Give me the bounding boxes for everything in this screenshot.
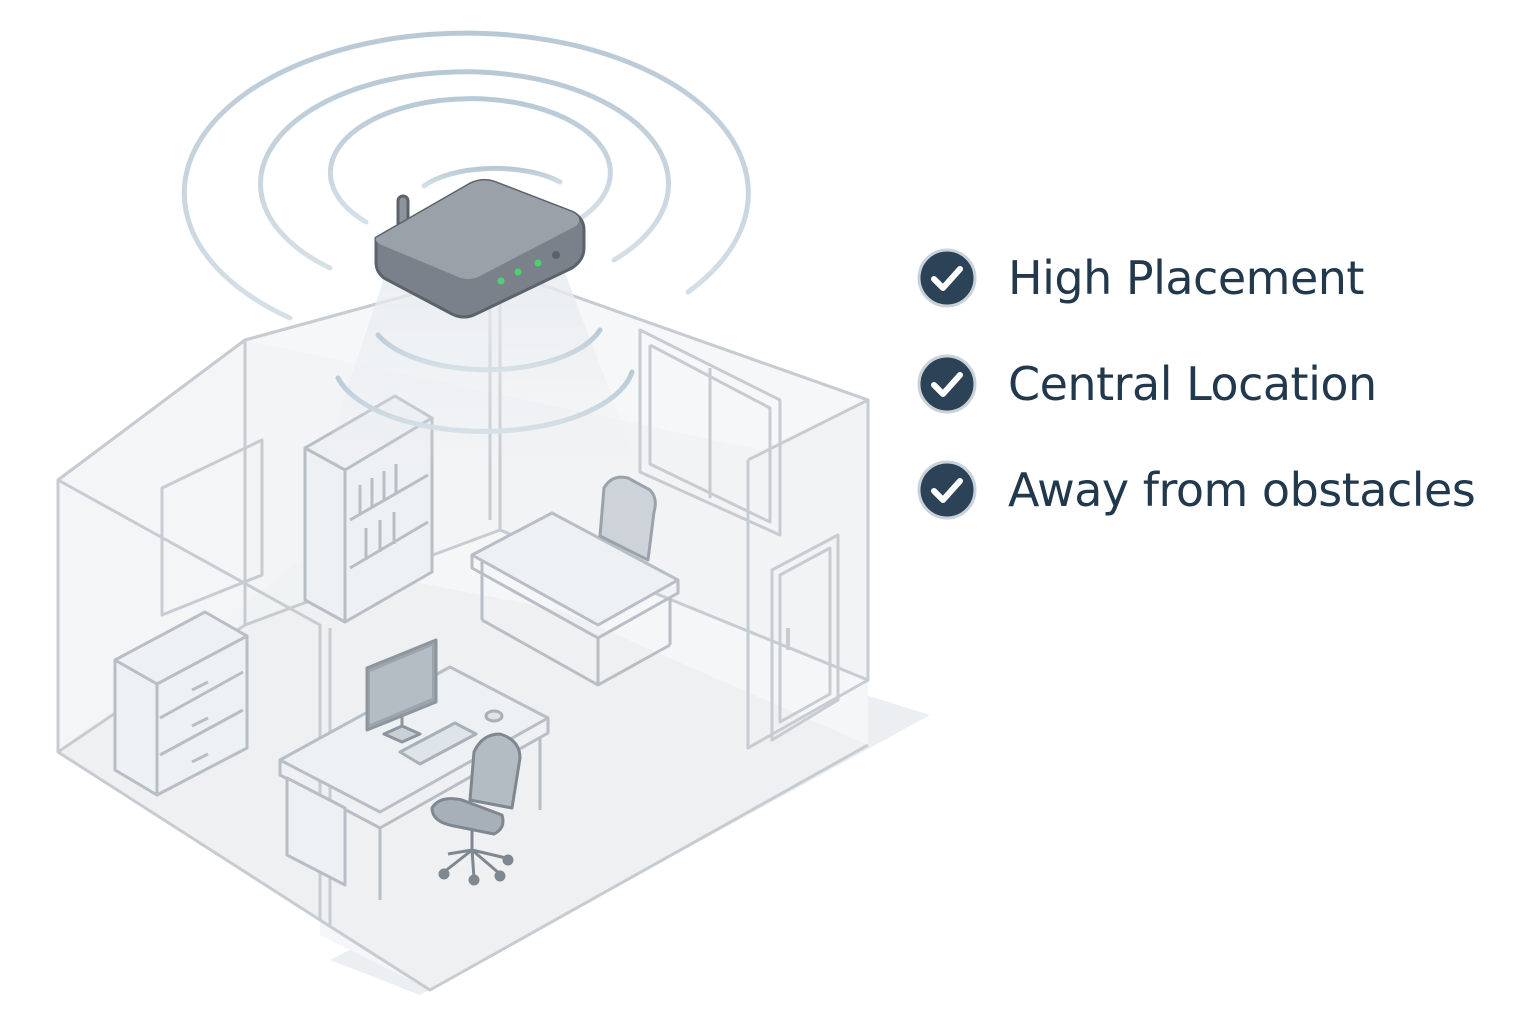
router-led-3 (534, 259, 542, 267)
router (374, 178, 586, 319)
back-desk (470, 511, 680, 687)
keyboard (398, 709, 504, 766)
check-circle-icon (917, 354, 977, 414)
placement-checklist: High Placement Central Location Away fro… (916, 246, 1476, 564)
back-chair (598, 475, 657, 562)
front-chair (430, 732, 522, 886)
checklist-item-central-location: Central Location (916, 352, 1475, 416)
router-led-1 (497, 277, 505, 285)
checklist-item-label: Central Location (1008, 357, 1377, 411)
router-led-4 (552, 251, 560, 259)
checklist-item-away-from-obstacles: Away from obstacles (916, 458, 1476, 522)
router-led-2 (514, 268, 522, 276)
dresser (113, 610, 249, 797)
check-circle-icon (917, 460, 977, 520)
checklist-item-high-placement: High Placement (916, 246, 1475, 310)
monitor (365, 638, 438, 744)
checklist-item-label: Away from obstacles (1008, 463, 1476, 517)
checklist-item-label: High Placement (1008, 251, 1364, 305)
front-desk (278, 665, 550, 900)
check-circle-icon (917, 248, 977, 308)
wifi-signal-waves (181, 30, 751, 434)
